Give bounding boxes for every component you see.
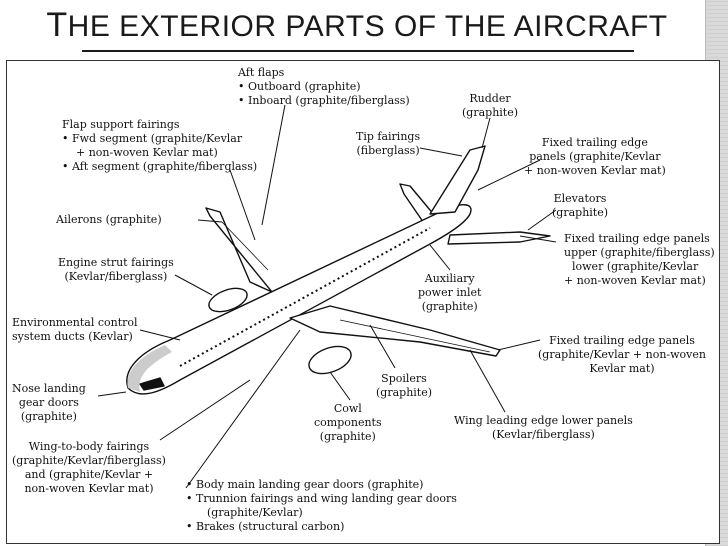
label-flap-support-fairings: Flap support fairings • Fwd segment (gra… (62, 118, 258, 173)
title-rest: HE EXTERIOR PARTS OF THE AIRCRAFT (67, 10, 668, 43)
lower-wing-flap-edge (339, 319, 491, 353)
label-fixed-trailing-edge-lower: Fixed trailing edge panels (graphite/Kev… (538, 334, 706, 375)
leader-lines (97, 104, 557, 489)
label-spoilers: Spoilers (graphite) (376, 372, 433, 399)
lower-engine (308, 345, 352, 375)
label-body-main-landing-gear: • Body main landing gear doors (graphite… (186, 478, 457, 533)
label-fixed-trailing-edge-upper: Fixed trailing edge panels upper (graphi… (564, 232, 715, 287)
label-ailerons: Ailerons (graphite) (56, 213, 162, 226)
upper-engine (208, 287, 248, 313)
lower-wing (289, 305, 501, 357)
label-tip-fairings: Tip fairings (fiberglass) (356, 130, 421, 157)
label-wing-leading-edge: Wing leading edge lower panels (Kevlar/f… (454, 414, 633, 441)
label-rudder: Rudder (graphite) (462, 92, 519, 119)
title-first-letter: T (46, 6, 68, 44)
label-auxiliary-power-inlet: Auxiliary power inlet (graphite) (418, 272, 482, 313)
label-cowl-components: Cowl components (graphite) (314, 402, 382, 443)
label-nose-landing-gear: Nose landing gear doors (graphite) (12, 382, 86, 423)
cockpit-window (139, 377, 165, 391)
label-wing-to-body-fairings: Wing-to-body fairings (graphite/Kevlar/f… (12, 440, 166, 495)
label-aft-flaps: Aft flaps • Outboard (graphite) • Inboar… (238, 66, 410, 107)
slide-title: THE EXTERIOR PARTS OF THE AIRCRAFT (0, 6, 714, 45)
title-underline (82, 50, 634, 52)
nose-shading (127, 345, 172, 392)
label-fixed-trailing-edge-tail: Fixed trailing edge panels (graphite/Kev… (524, 136, 666, 177)
label-elevators: Elevators (graphite) (552, 192, 609, 219)
diagram-panel (6, 60, 720, 544)
upper-wing-flap-edge (221, 221, 269, 271)
upper-wing (205, 207, 273, 293)
label-environmental-control: Environmental control system ducts (Kevl… (12, 316, 138, 343)
label-engine-strut-fairings: Engine strut fairings (Kevlar/fiberglass… (58, 256, 174, 283)
vertical-tail (429, 145, 486, 215)
